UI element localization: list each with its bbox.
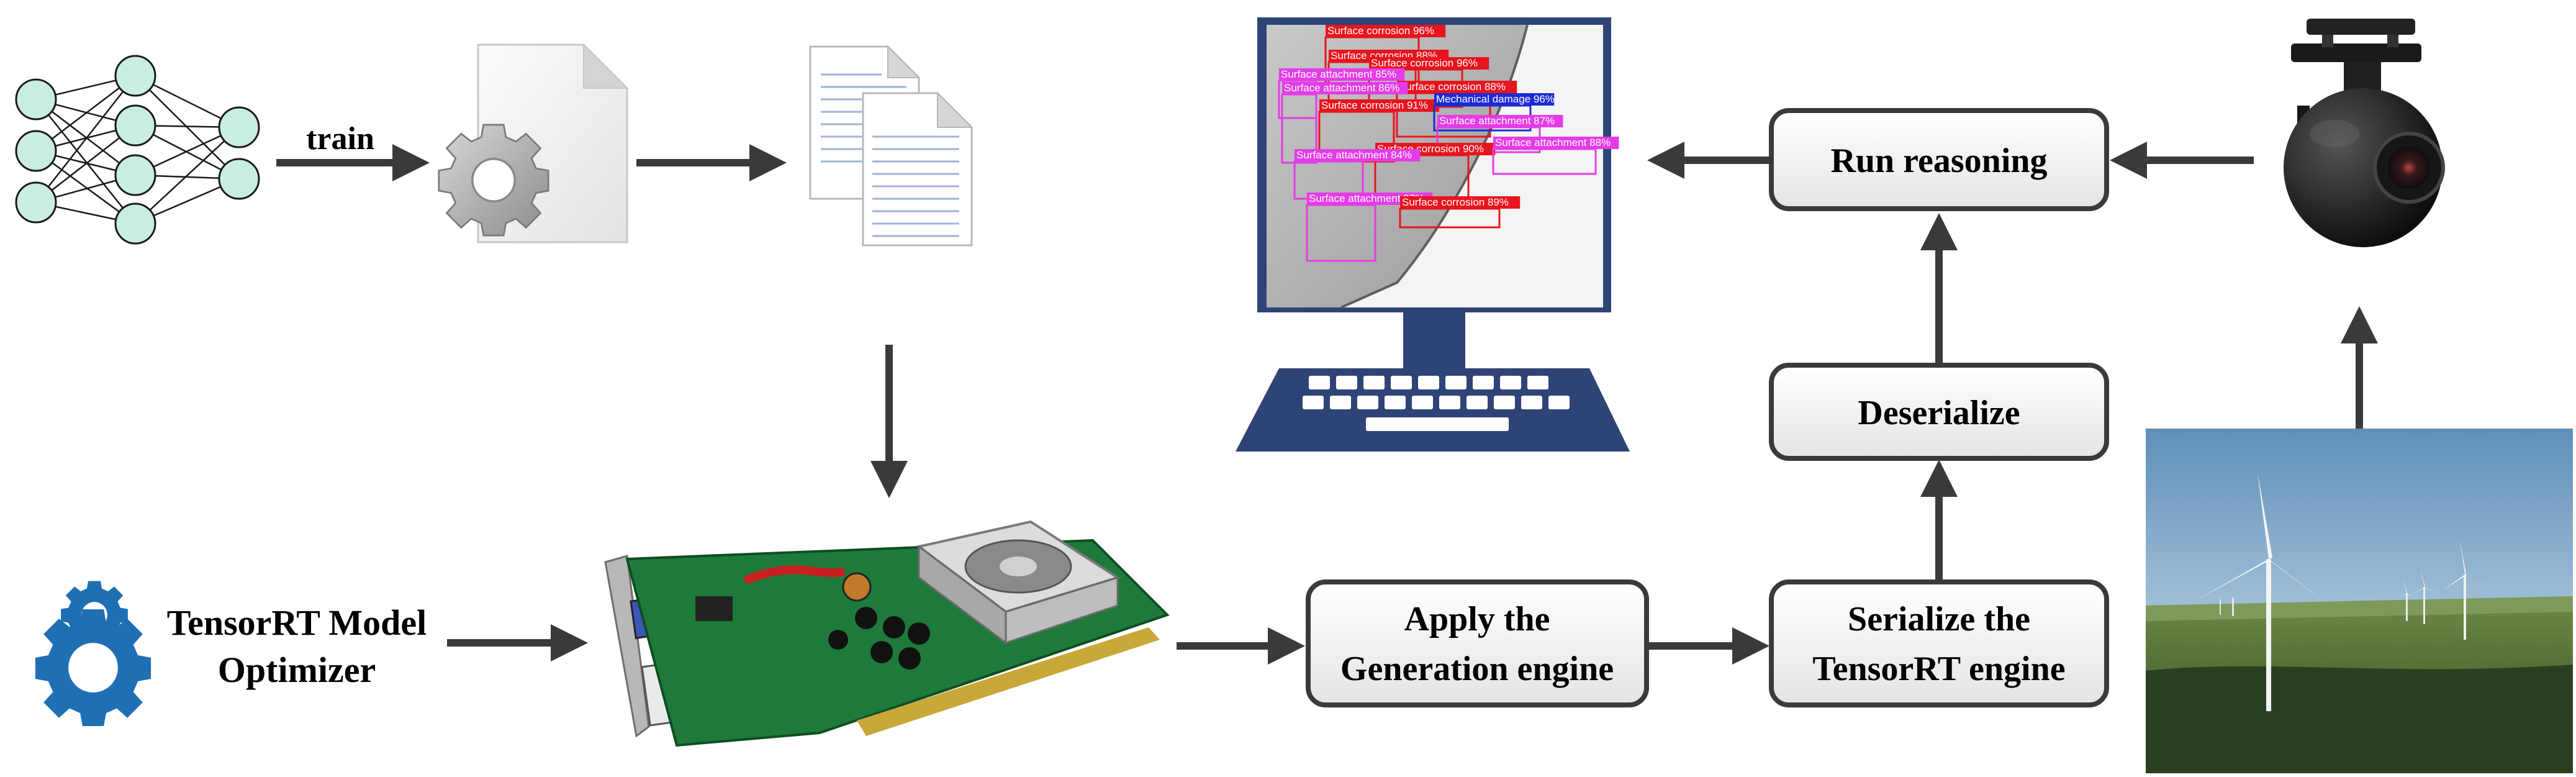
detection-label: Surface attachment 87% xyxy=(1309,193,1424,204)
detection-label-bg xyxy=(1326,25,1446,37)
serialize-engine-box: Serialize the TensorRT engine xyxy=(1769,579,2109,707)
blue-gears-icon xyxy=(35,581,151,727)
wind-farm-photo xyxy=(2146,429,2573,773)
deserialize-box: Deserialize xyxy=(1769,363,2109,461)
neural-network-icon xyxy=(15,55,260,245)
optimizer-label-line2: Optimizer xyxy=(218,650,376,690)
detection-label: Surface corrosion 89% xyxy=(1402,196,1509,208)
train-label: train xyxy=(306,121,374,157)
apply-engine-line2: Generation engine xyxy=(1340,650,1614,688)
detection-label-bg xyxy=(1397,81,1517,93)
serialize-engine-line2: TensorRT engine xyxy=(1812,650,2065,688)
documents-icon xyxy=(809,45,974,247)
detection-label-bg xyxy=(1493,137,1619,149)
run-reasoning-label: Run reasoning xyxy=(1830,142,2047,180)
gimbal-camera-icon xyxy=(2284,19,2445,247)
detection-label: Surface attachment 88% xyxy=(1495,137,1611,148)
detection-label-bg xyxy=(1319,99,1440,112)
gpu-card-icon xyxy=(604,520,1170,747)
detection-label: Surface corrosion 91% xyxy=(1321,99,1428,111)
gear-icon xyxy=(438,124,549,237)
keyboard-keys xyxy=(1303,376,1570,431)
detection-label-bg xyxy=(1369,57,1489,70)
apply-engine-box: Apply the Generation engine xyxy=(1306,579,1649,707)
detection-label: Surface attachment 87% xyxy=(1439,115,1555,127)
detection-label-bg xyxy=(1295,149,1421,161)
run-reasoning-box: Run reasoning xyxy=(1769,108,2109,211)
detection-label: Surface attachment 85% xyxy=(1281,68,1396,80)
detection-label: Surface corrosion 96% xyxy=(1327,25,1434,37)
detection-overlays: Surface corrosion 96% Surface corrosion 8… xyxy=(1278,25,1619,262)
detection-label: Mechanical damage 96% xyxy=(1436,93,1555,105)
detection-label-bg xyxy=(1282,82,1408,94)
detection-label-bg xyxy=(1434,93,1555,106)
detection-label-bg xyxy=(1437,115,1563,127)
detection-label: Surface attachment 84% xyxy=(1296,149,1412,161)
serialize-engine-line1: Serialize the xyxy=(1848,600,2030,638)
apply-engine-line1: Apply the xyxy=(1404,600,1550,638)
detection-label: Surface attachment 86% xyxy=(1284,82,1399,94)
optimizer-label-line1: TensorRT Model xyxy=(167,602,427,643)
detection-label: Surface corrosion 88% xyxy=(1399,81,1506,93)
detection-label-bg xyxy=(1400,196,1521,209)
deserialize-label: Deserialize xyxy=(1858,394,2020,432)
detection-label: Surface corrosion 96% xyxy=(1371,57,1478,69)
detection-label-bg xyxy=(1279,68,1405,81)
